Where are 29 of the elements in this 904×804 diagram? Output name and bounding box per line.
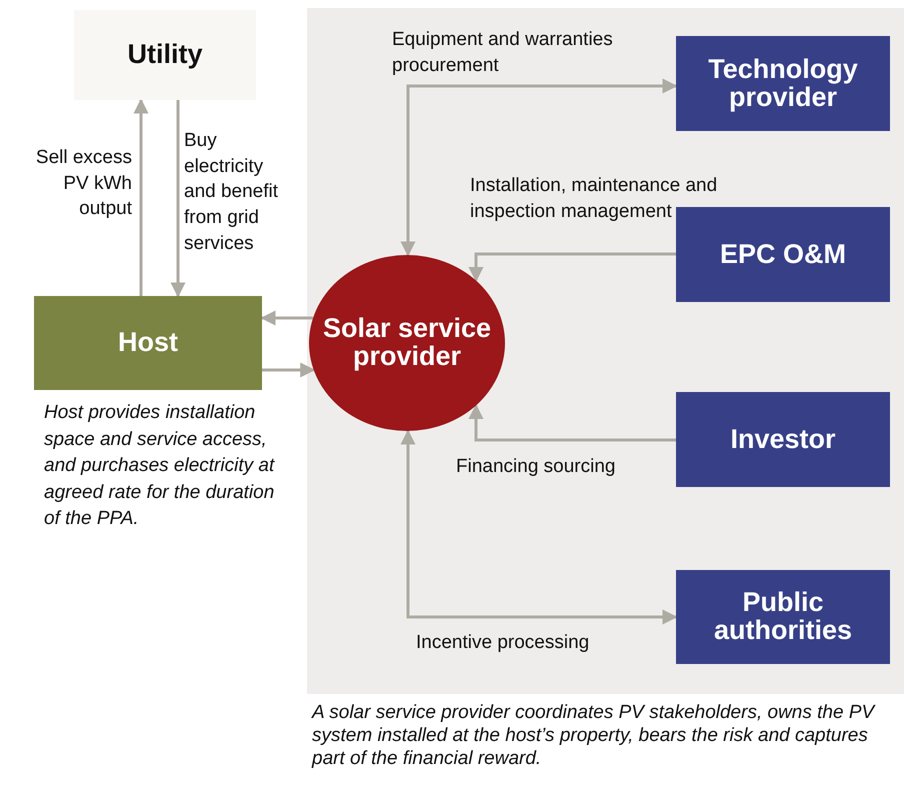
node-label: Host <box>118 329 178 357</box>
edge-label: Financing sourcing <box>456 455 616 479</box>
connector-arrow <box>468 252 676 282</box>
connector-arrow <box>262 362 316 378</box>
node-label: Solar service provider <box>322 315 492 371</box>
edge-label: Buy electricity and benefit from grid services <box>184 129 280 256</box>
node-label: Utility <box>127 41 202 69</box>
edge-label: Installation, maintenance and inspection management <box>470 174 718 224</box>
node-label: Technology provider <box>707 56 859 112</box>
process-box <box>74 10 256 100</box>
node-label: EPC O&M <box>720 240 846 268</box>
process-box <box>676 392 890 487</box>
edge-label: Equipment and warranties procurement <box>392 28 614 78</box>
node-label: Public authorities <box>712 589 854 645</box>
node-label: Investor <box>730 426 836 454</box>
caption: A solar service provider coordinates PV stakeholders, owns the PV system installed at the host’s property, bears the risk and captures part of the financial reward. <box>312 702 876 770</box>
connector-arrow <box>170 100 186 298</box>
edge-label: Sell excess PV kWh output <box>34 146 132 222</box>
connector-arrow <box>400 430 678 624</box>
connector-arrow <box>134 98 148 296</box>
edge-label: Incentive processing <box>416 631 590 655</box>
process-box <box>676 207 890 302</box>
process-box <box>676 36 890 131</box>
node-description: Host provides installation space and service access, and purchases electricity at agreed rate for the duration of the PPA. <box>44 401 276 532</box>
connector-arrow <box>468 404 676 442</box>
process-box <box>34 296 262 390</box>
process-box <box>676 570 890 664</box>
connector-arrow <box>400 78 678 256</box>
connector-arrow <box>260 310 314 326</box>
